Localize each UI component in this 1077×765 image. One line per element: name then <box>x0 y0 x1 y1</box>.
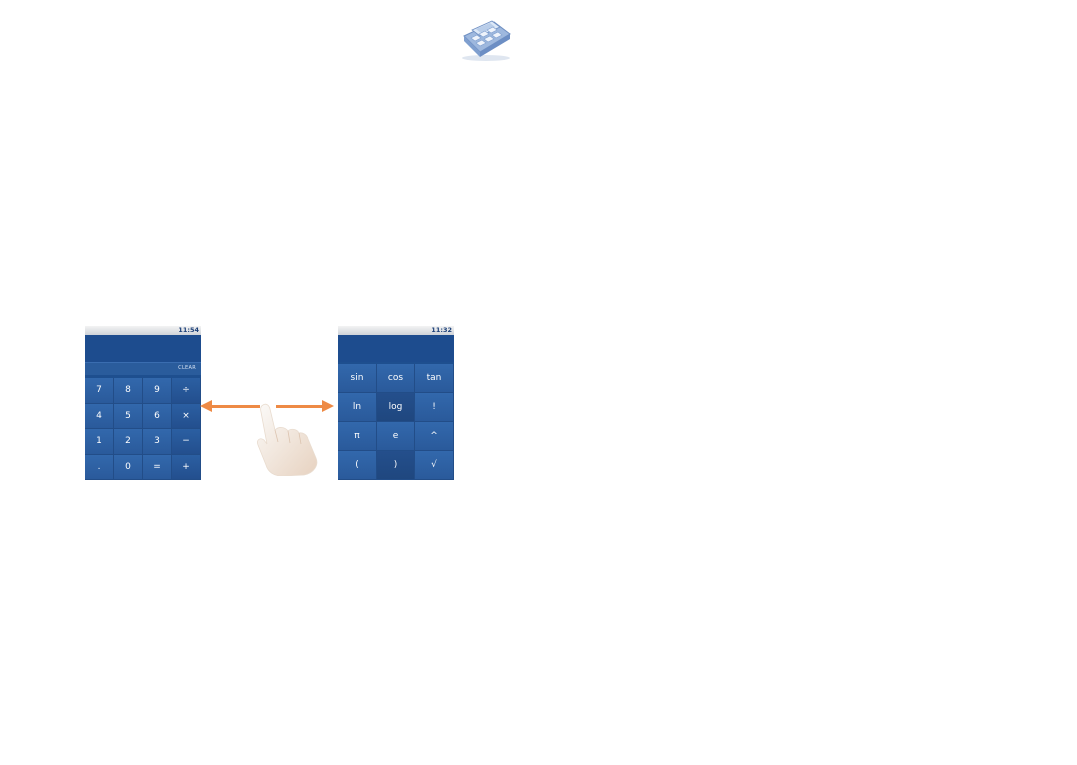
calculator-app-icon <box>458 16 514 62</box>
status-icons <box>159 327 180 342</box>
clear-bar: CLEAR <box>85 362 201 375</box>
right_phone-key[interactable]: e <box>377 422 415 451</box>
double-arrow-icon <box>200 398 334 416</box>
status-bar: 11:32 <box>338 326 454 342</box>
left_phone-key[interactable]: 0 <box>114 454 143 480</box>
right_phone-key[interactable]: π <box>338 422 377 451</box>
left_phone-key[interactable]: 4 <box>85 403 114 429</box>
right_phone-key[interactable]: ^ <box>415 422 454 451</box>
right-arrow-head <box>322 400 334 412</box>
left_phone-key[interactable]: 5 <box>114 403 143 429</box>
left_phone-key[interactable]: + <box>172 454 201 480</box>
calculator-display <box>85 335 201 362</box>
left_phone-key[interactable]: ÷ <box>172 378 201 404</box>
right_phone-key[interactable]: ! <box>415 393 454 422</box>
status-time: 11:54 <box>178 326 199 334</box>
left_phone-key[interactable]: × <box>172 403 201 429</box>
left_phone-key[interactable]: − <box>172 429 201 455</box>
left-arrow-head <box>200 400 212 412</box>
right_phone-key[interactable]: ( <box>338 451 377 480</box>
left_phone-key[interactable]: = <box>143 454 172 480</box>
swipe-hand-icon <box>254 402 322 477</box>
right_phone-key[interactable]: sin <box>338 364 377 393</box>
status-icons <box>403 327 431 342</box>
left_phone-key[interactable]: 3 <box>143 429 172 455</box>
left_phone-key[interactable]: 2 <box>114 429 143 455</box>
right_phone-key[interactable]: ) <box>377 451 415 480</box>
left_phone-key[interactable]: 7 <box>85 378 114 404</box>
clear-button[interactable]: CLEAR <box>178 365 196 371</box>
left_phone-key[interactable]: 9 <box>143 378 172 404</box>
right_phone-key[interactable]: ln <box>338 393 377 422</box>
status-bar: 11:54 <box>85 326 201 342</box>
left_phone-key[interactable]: 1 <box>85 429 114 455</box>
left_phone-key[interactable]: . <box>85 454 114 480</box>
right-arrow-shaft <box>276 405 324 408</box>
status-time: 11:32 <box>431 326 452 334</box>
right_phone-key[interactable]: cos <box>377 364 415 393</box>
left_phone-key[interactable]: 6 <box>143 403 172 429</box>
right_phone-key[interactable]: tan <box>415 364 454 393</box>
right_phone-key[interactable]: √ <box>415 451 454 480</box>
calculator-display <box>338 335 454 362</box>
left_phone-key[interactable]: 8 <box>114 378 143 404</box>
left-arrow-shaft <box>210 405 260 408</box>
right_phone-key[interactable]: log <box>377 393 415 422</box>
